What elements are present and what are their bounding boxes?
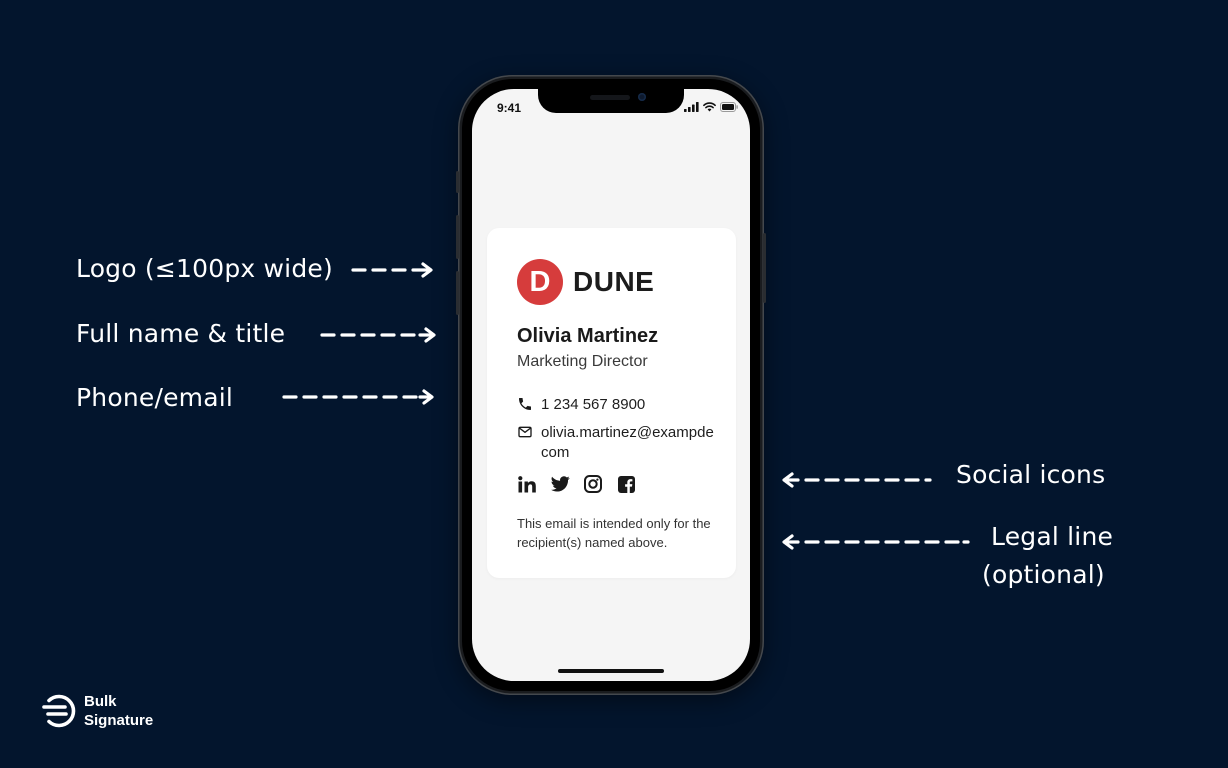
status-time: 9:41 xyxy=(497,101,522,115)
volume-down-button xyxy=(456,271,459,315)
annotation-name-label: Full name & title xyxy=(76,319,286,348)
annotation-legal-label-optional: (optional) xyxy=(982,560,1105,589)
signature-full-name: Olivia Martinez xyxy=(517,325,659,347)
wifi-icon xyxy=(703,102,716,112)
power-button xyxy=(763,233,766,303)
arrow-right-icon xyxy=(320,327,436,343)
home-indicator xyxy=(558,669,664,673)
annotation-social-label: Social icons xyxy=(956,460,1106,489)
phone-mockup: 9:41 D DUNE xyxy=(456,75,766,695)
linkedin-icon[interactable] xyxy=(517,474,537,494)
arrow-left-icon xyxy=(782,472,932,488)
twitter-icon[interactable] xyxy=(550,474,570,494)
email-row[interactable]: olivia.martinez@exampde com xyxy=(517,423,719,463)
arrow-left-icon xyxy=(782,534,970,550)
phone-row[interactable]: 1 234 567 8900 xyxy=(517,395,721,415)
bulk-signature-brand: Bulk Signature xyxy=(40,692,153,730)
speaker-grille xyxy=(590,95,630,100)
battery-icon xyxy=(720,102,738,112)
arrow-right-icon xyxy=(282,389,434,405)
email-address: olivia.martinez@exampde com xyxy=(541,424,714,461)
social-icons-row xyxy=(517,474,636,494)
cellular-signal-icon xyxy=(684,102,699,112)
signature-job-title: Marketing Director xyxy=(517,353,648,370)
arrow-right-icon xyxy=(351,262,433,278)
annotation-contact-label: Phone/email xyxy=(76,383,234,412)
logo-mark: D xyxy=(517,259,563,305)
camera-icon xyxy=(638,93,646,101)
company-logo: D DUNE xyxy=(517,259,654,305)
brand-name-line1: Bulk xyxy=(84,693,117,710)
phone-number: 1 234 567 8900 xyxy=(541,396,646,413)
notch xyxy=(538,89,684,113)
brand-name: Bulk Signature xyxy=(84,692,153,730)
status-icons xyxy=(684,102,738,112)
phone-icon xyxy=(519,398,531,410)
volume-up-button xyxy=(456,215,459,259)
instagram-icon[interactable] xyxy=(583,474,603,494)
phone-screen: 9:41 D DUNE xyxy=(472,89,750,681)
annotation-legal-label: Legal line xyxy=(991,522,1114,551)
brand-name-line2: Signature xyxy=(84,712,154,729)
annotation-logo-label: Logo (≤100px wide) xyxy=(76,254,333,283)
email-signature-card: D DUNE Olivia Martinez Marketing Directo… xyxy=(487,228,736,578)
facebook-icon[interactable] xyxy=(616,474,636,494)
bulk-signature-logo-icon xyxy=(42,694,76,728)
company-name: DUNE xyxy=(573,266,655,297)
silent-switch xyxy=(456,171,459,193)
mail-icon xyxy=(518,426,532,438)
legal-disclaimer: This email is intended only for the reci… xyxy=(517,516,711,550)
